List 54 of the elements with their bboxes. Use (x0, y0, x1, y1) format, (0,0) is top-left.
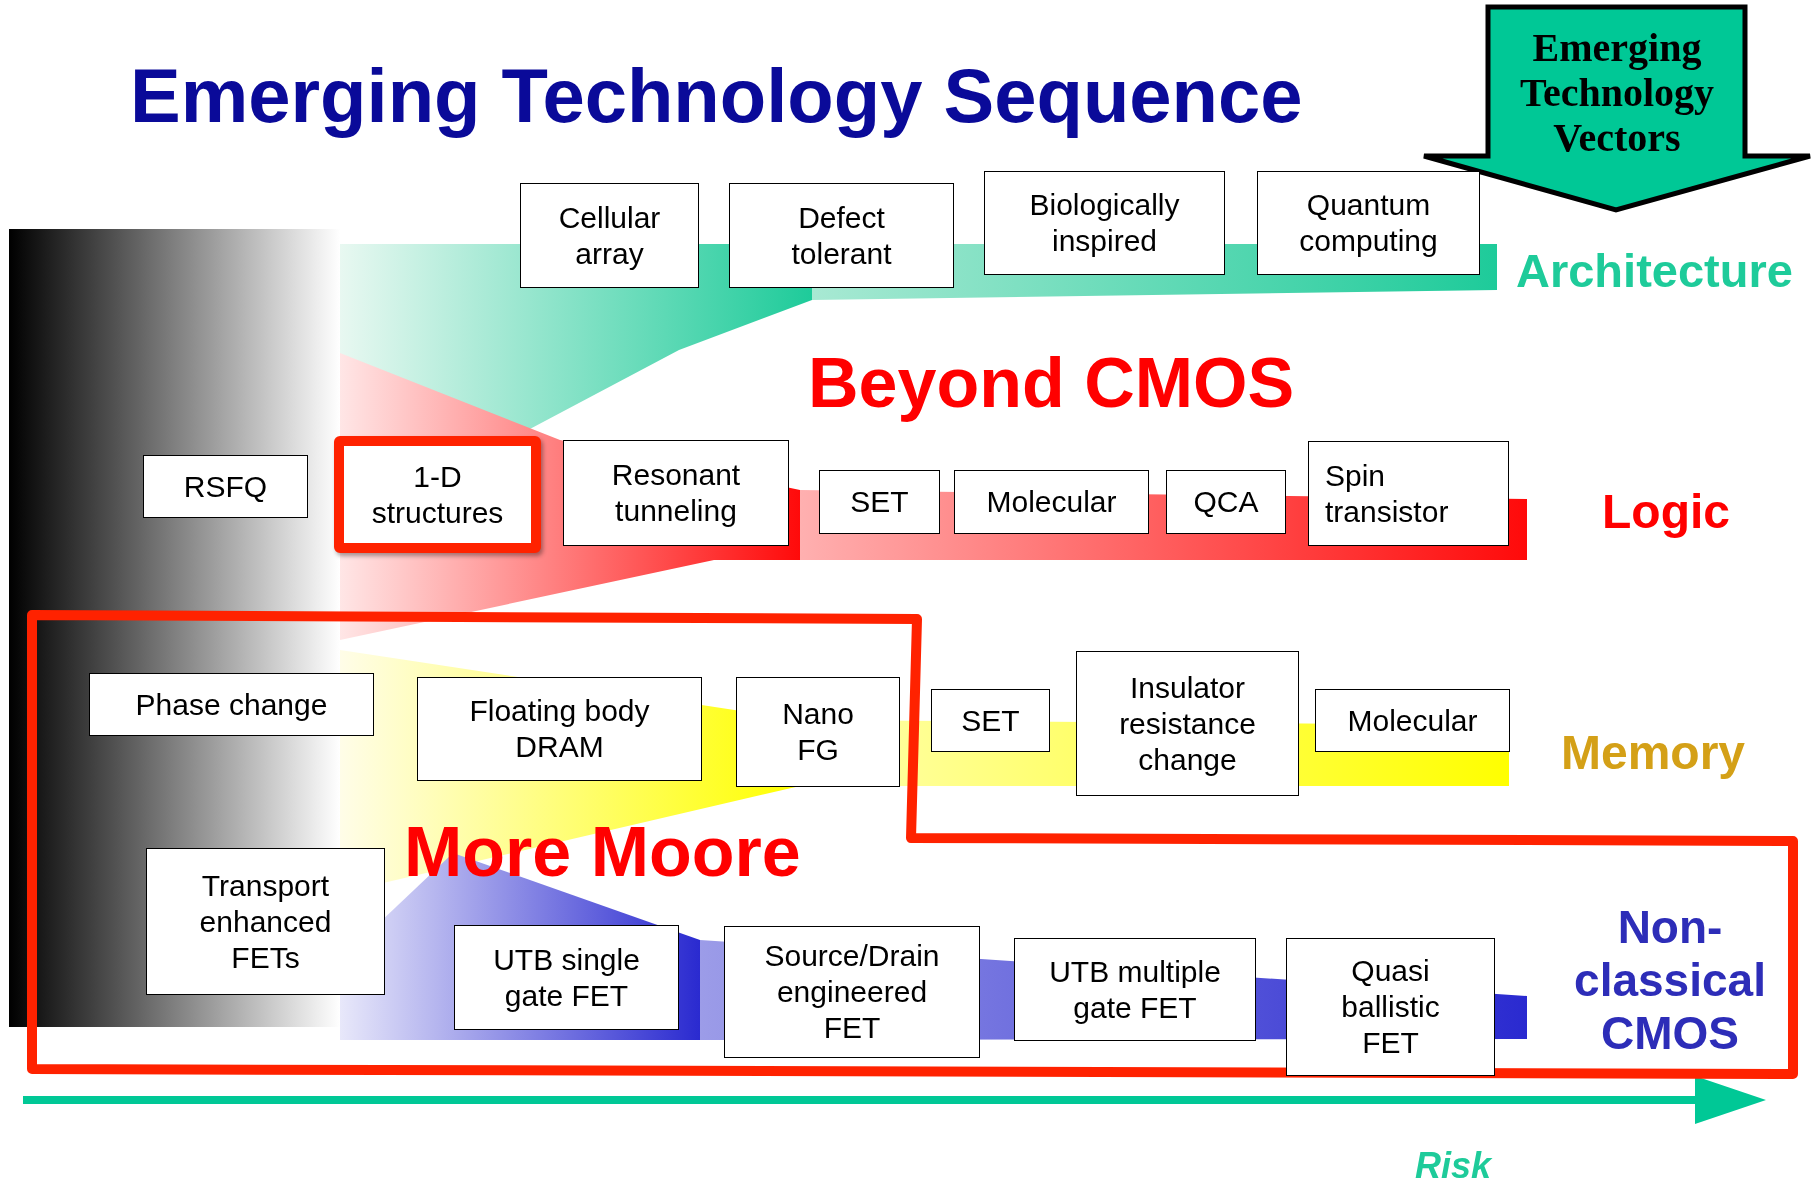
technology-box (984, 171, 1225, 275)
technology-box (1166, 470, 1286, 534)
row-label: Architecture (1516, 242, 1793, 298)
region-outline (27, 610, 1798, 1079)
row-label: Logic (1602, 483, 1730, 539)
technology-box (931, 689, 1050, 752)
row-label: Non-classical CMOS (1573, 900, 1767, 1060)
technology-box (1308, 441, 1509, 546)
technology-box (1315, 689, 1510, 752)
technology-name: Resonant tunneling (610, 457, 742, 529)
technology-box (819, 470, 940, 534)
technology-box (1257, 171, 1480, 275)
technology-name: SET (961, 702, 1020, 739)
technology-box (1014, 938, 1256, 1041)
technology-name: Molecular (1347, 702, 1478, 739)
arrow-label: Emerging Technology Vectors (1518, 26, 1716, 161)
technology-box (520, 183, 699, 288)
technology-name: Biologically inspired (1028, 187, 1181, 259)
technology-name: Floating body DRAM (468, 693, 651, 765)
technology-name: RSFQ (183, 468, 268, 505)
technology-name: UTB single gate FET (492, 941, 641, 1014)
axis-label: Risk (1415, 1145, 1492, 1181)
technology-box (143, 455, 308, 518)
technology-name: Phase change (135, 686, 328, 723)
section-title: Beyond CMOS (808, 343, 1295, 423)
technology-box (1076, 651, 1299, 796)
technology-name: Molecular (986, 484, 1117, 520)
technology-box (334, 436, 541, 553)
technology-name: Nano FG (781, 696, 855, 768)
region-title: More Moore (404, 812, 801, 892)
technology-name: Transport enhanced FETs (198, 867, 333, 976)
title: Emerging Technology Sequence (130, 52, 1303, 139)
technology-box (89, 673, 374, 736)
technology-name: Insulator resistance change (1118, 669, 1257, 778)
technology-box (954, 470, 1149, 534)
technology-box (729, 183, 954, 288)
technology-name: 1-D structures (370, 458, 505, 531)
technology-name: UTB multiple gate FET (1048, 953, 1222, 1026)
technology-box (736, 677, 900, 787)
row-label: Memory (1561, 724, 1746, 780)
technology-box (563, 440, 789, 546)
technology-name: Cellular array (557, 199, 662, 272)
technology-box (1286, 938, 1495, 1076)
technology-name: Quasi ballistic FET (1340, 953, 1441, 1061)
technology-box (146, 848, 385, 995)
technology-name: SET (850, 484, 909, 520)
technology-name: Spin transistor (1325, 457, 1450, 530)
technology-name: Defect tolerant (790, 199, 893, 272)
technology-name: Source/Drain engineered FET (764, 938, 940, 1046)
technology-box (417, 677, 702, 781)
technology-box (454, 925, 679, 1030)
technology-box (724, 926, 980, 1058)
technology-name: Quantum computing (1298, 187, 1439, 259)
technology-name: QCA (1193, 484, 1259, 520)
